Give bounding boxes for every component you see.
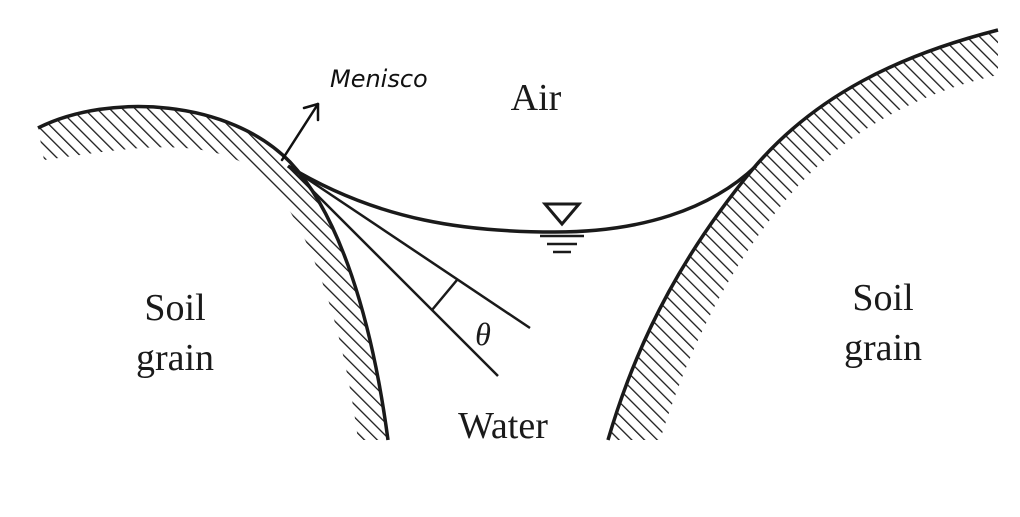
air-label: Air xyxy=(510,77,562,119)
soil-grain-left-label-line1: Soil xyxy=(144,287,206,329)
soil-grain-right-label-line1: Soil xyxy=(852,277,914,319)
contact-angle-theta-label: θ xyxy=(475,316,491,352)
soil-grain-right-label-line2: grain xyxy=(843,327,923,369)
left-soil-grain-hatch xyxy=(38,106,388,441)
water-level-triangle-icon xyxy=(540,202,584,254)
meniscus-surface xyxy=(287,164,758,234)
soil-grain-left-label-line2: grain xyxy=(135,337,215,379)
contact-angle-arc xyxy=(431,279,458,311)
menisco-label: Menisco xyxy=(330,65,428,93)
tangent-line-grain xyxy=(287,165,499,377)
arrow-icon xyxy=(280,102,320,162)
left-soil-grain-boundary xyxy=(37,104,390,441)
water-label: Water xyxy=(458,405,548,447)
right-soil-grain-hatch xyxy=(608,30,998,440)
tangent-line-meniscus xyxy=(287,164,531,330)
